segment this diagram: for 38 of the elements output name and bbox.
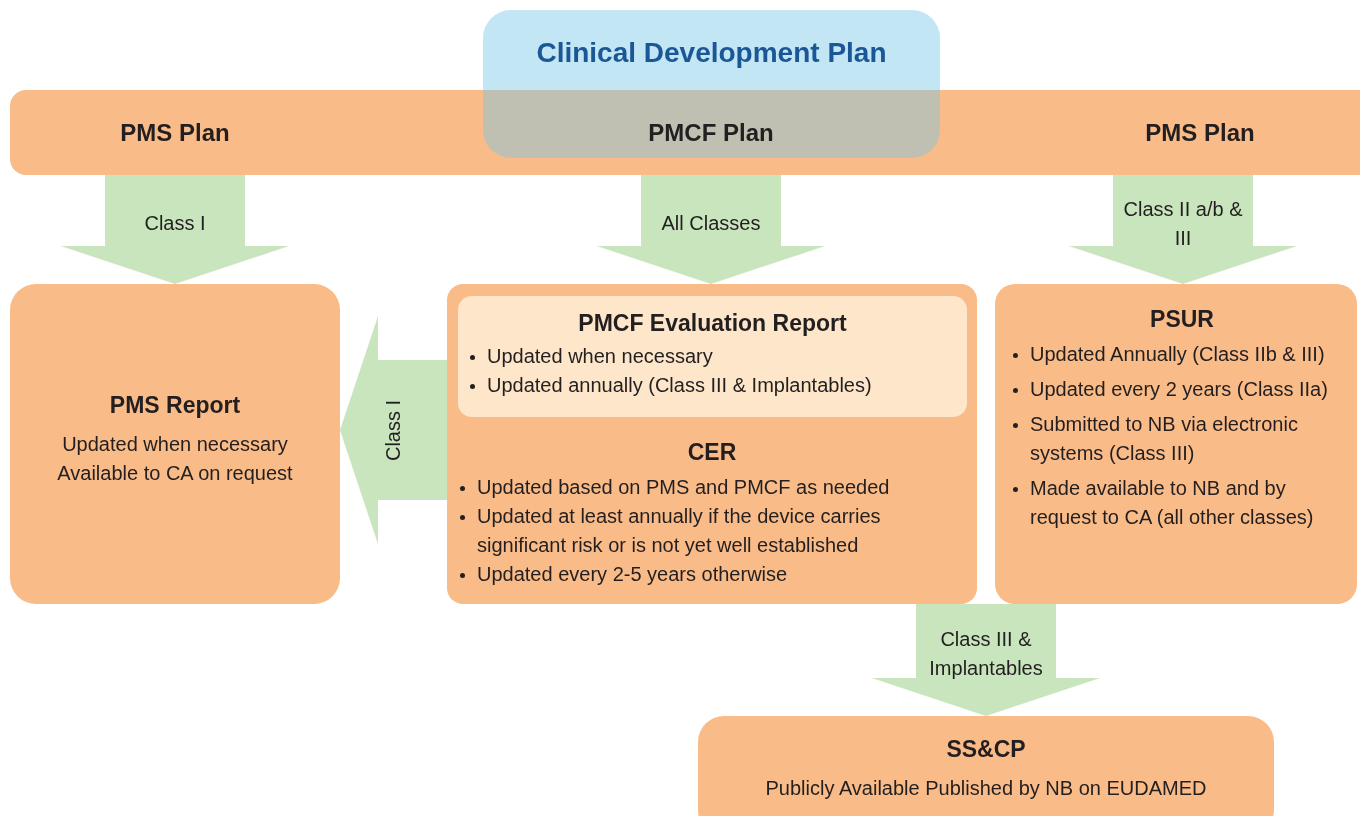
edge-label: Class I <box>144 211 206 236</box>
card-text: Available to CA on request <box>57 461 293 486</box>
section-title: PMS Plan <box>1050 90 1350 175</box>
block-arrow <box>596 175 826 284</box>
list-item-text: Updated based on PMS and PMCF as needed <box>477 475 890 500</box>
block-arrow <box>871 604 1101 716</box>
list-item-text: Updated annually (Class III & Implantables) <box>487 373 872 398</box>
block-arrow <box>1068 175 1298 284</box>
plan-band <box>10 90 1360 175</box>
box-title: Clinical Development Plan <box>536 36 887 70</box>
card-heading: CER <box>686 438 738 467</box>
list-item-text: Updated every 2 years (Class IIa) <box>1030 377 1328 402</box>
block-arrow <box>60 175 290 284</box>
section-title: PMCF Plan <box>561 90 861 175</box>
card-heading: PMS Report <box>109 391 241 420</box>
list-item-text: Submitted to NB via electronic systems (Class III) <box>1030 412 1299 466</box>
card-heading: SS&CP <box>946 735 1026 764</box>
list-item-text: Updated when necessary <box>487 344 713 369</box>
plan-box <box>483 10 940 158</box>
list-item-text: Updated at least annually if the device carries significant risk or is not yet well established <box>477 504 882 558</box>
card-text: Updated when necessary <box>62 432 288 457</box>
block-arrow <box>340 315 447 545</box>
edge-label: Class I <box>381 399 405 461</box>
card-heading: PSUR <box>1149 305 1215 334</box>
report-card <box>698 716 1274 816</box>
list-item-text: Updated every 2-5 years otherwise <box>477 562 788 587</box>
edge-label: All Classes <box>661 211 761 236</box>
card-text: Publicly Available Published by NB on EUDAMED <box>765 776 1207 801</box>
report-card <box>10 284 340 604</box>
report-card <box>458 296 967 417</box>
edge-label: Class II a/b & III <box>1122 196 1244 251</box>
report-card <box>995 284 1357 604</box>
list-item-text: Updated Annually (Class IIb & III) <box>1030 342 1325 367</box>
report-card <box>447 284 977 604</box>
edge-label: Class III & Implantables <box>928 627 1044 681</box>
list-item-text: Made available to NB and by request to CA (all other classes) <box>1030 476 1315 530</box>
section-title: PMS Plan <box>20 90 330 175</box>
card-heading: PMCF Evaluation Report <box>577 309 848 338</box>
